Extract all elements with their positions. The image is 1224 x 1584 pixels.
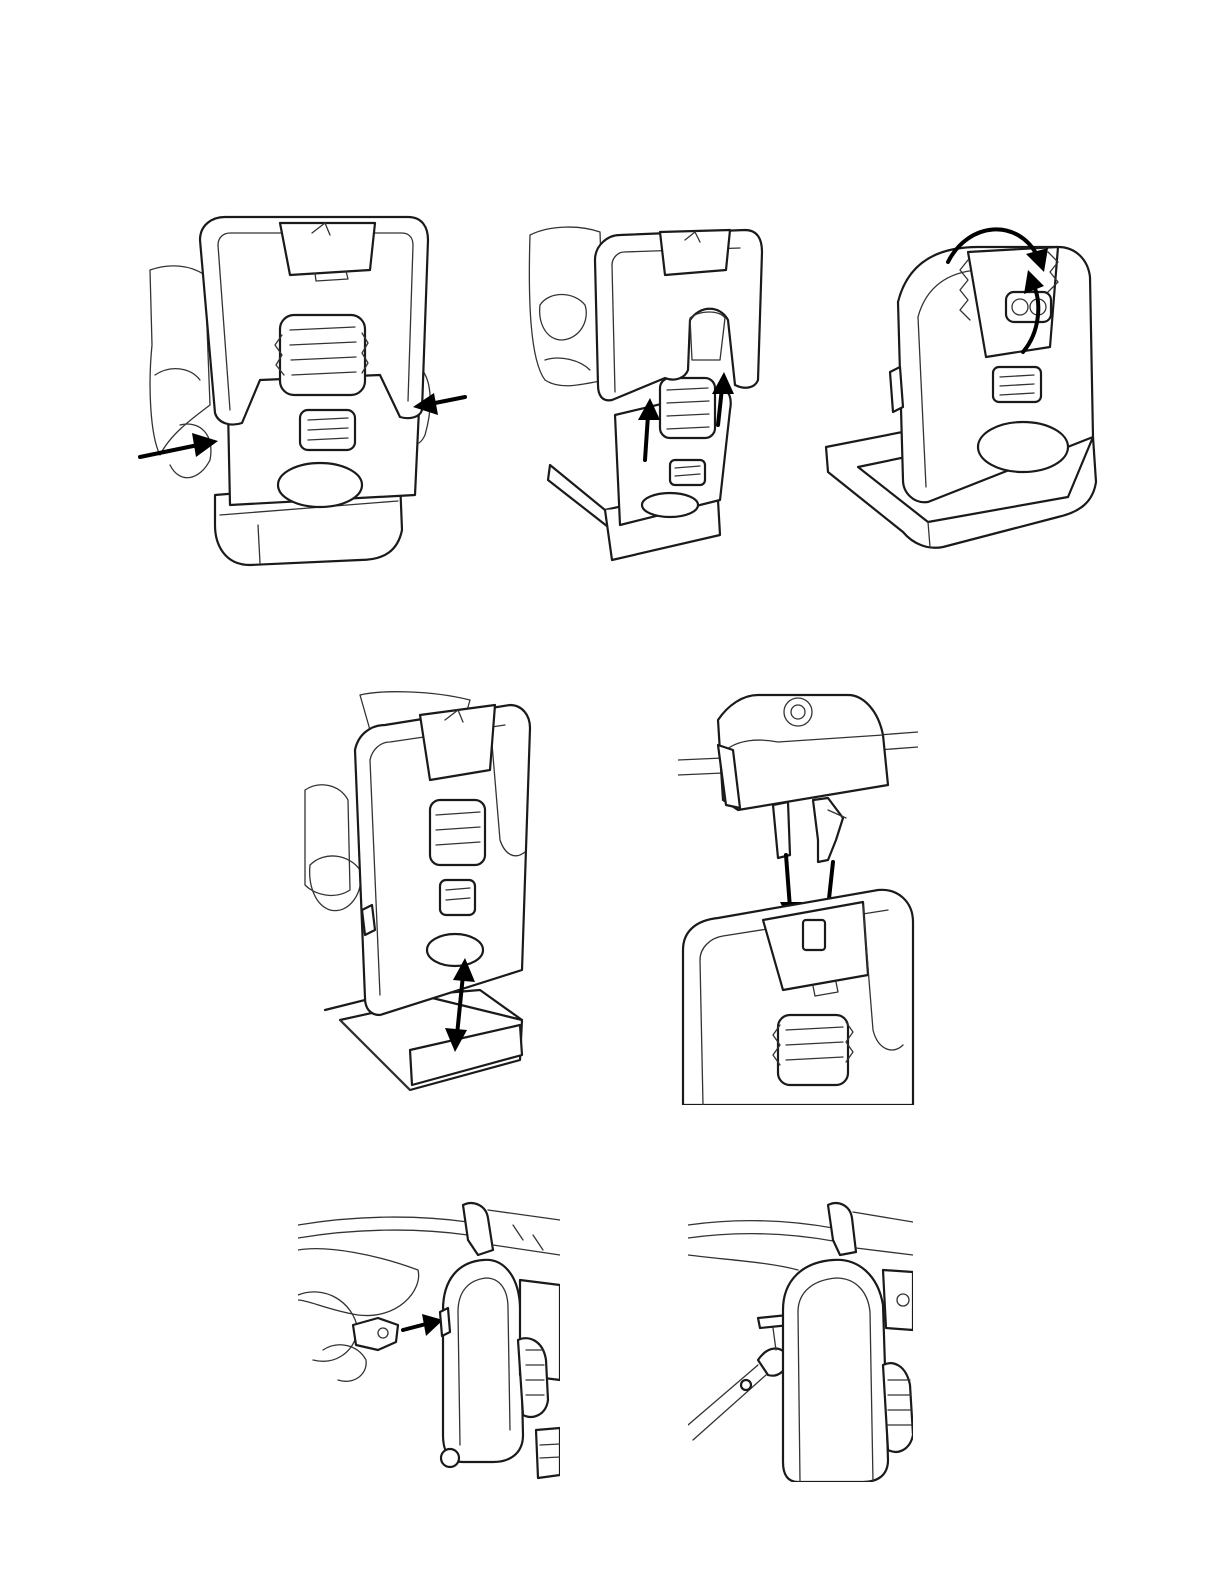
device-clip-lift-illustration	[520, 210, 770, 575]
figure-lift-clip	[520, 210, 770, 575]
figure-attach-lanyard-loop	[298, 1200, 560, 1482]
figure-squeeze-sides	[130, 205, 475, 575]
lanyard-attach-illustration	[298, 1200, 560, 1482]
lanyard-attached-illustration	[688, 1200, 913, 1482]
device-clip-rotate-illustration	[818, 222, 1108, 557]
figure-lanyard-attached	[688, 1200, 913, 1482]
mount-clip-attach-illustration	[678, 690, 918, 1105]
figure-attach-mount-clip	[678, 690, 918, 1105]
device-clip-squeeze-illustration	[130, 205, 475, 575]
device-base-insert-illustration	[300, 690, 535, 1110]
figure-insert-into-base	[300, 690, 535, 1110]
figure-rotate-clip	[818, 222, 1108, 557]
